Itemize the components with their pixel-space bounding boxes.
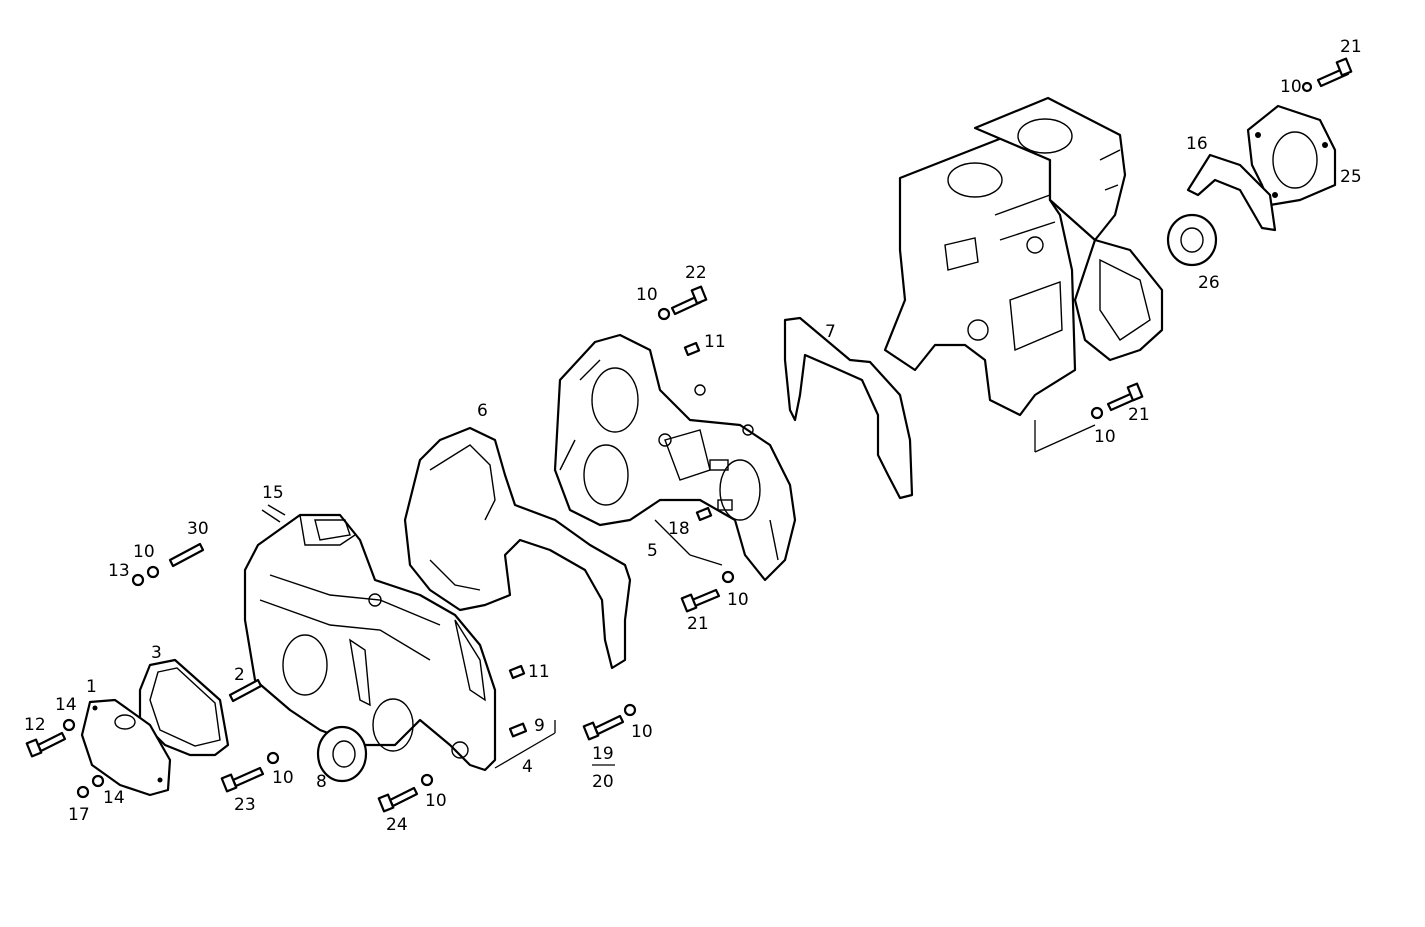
cover-plate-gasket bbox=[138, 658, 230, 757]
callout-16: 16 bbox=[1186, 134, 1208, 154]
callout-10-lower: 10 bbox=[425, 791, 447, 811]
front-seal-ring bbox=[316, 725, 368, 783]
engine-block bbox=[883, 96, 1164, 453]
callout-30: 30 bbox=[187, 519, 209, 539]
plate-gasket bbox=[783, 316, 914, 500]
callout-13: 13 bbox=[108, 561, 130, 581]
callout-11-upper: 11 bbox=[704, 332, 726, 352]
callout-1: 1 bbox=[86, 677, 97, 697]
callout-8: 8 bbox=[316, 772, 327, 792]
callout-14-lower: 14 bbox=[103, 788, 125, 808]
callout-14-upper: 14 bbox=[55, 695, 77, 715]
callout-10-right: 10 bbox=[1094, 427, 1116, 447]
cover-gasket bbox=[403, 426, 632, 670]
callout-24: 24 bbox=[386, 815, 408, 835]
callout-22: 22 bbox=[685, 263, 707, 283]
callout-19: 19 bbox=[592, 744, 614, 764]
callout-21-top: 21 bbox=[1340, 37, 1362, 57]
callout-21-middle: 21 bbox=[687, 614, 709, 634]
callout-10-top: 10 bbox=[1280, 77, 1302, 97]
callout-10-middle: 10 bbox=[727, 590, 749, 610]
callout-3: 3 bbox=[151, 643, 162, 663]
callout-5: 5 bbox=[647, 541, 658, 561]
callout-21-right: 21 bbox=[1128, 405, 1150, 425]
callout-7: 7 bbox=[825, 322, 836, 342]
callout-2: 2 bbox=[234, 665, 245, 685]
callout-4: 4 bbox=[522, 757, 533, 777]
timing-cover bbox=[243, 504, 556, 772]
callout-23: 23 bbox=[234, 795, 256, 815]
callout-11-lower: 11 bbox=[528, 662, 550, 682]
inspection-cover bbox=[80, 698, 172, 797]
callout-17: 17 bbox=[68, 805, 90, 825]
callout-6: 6 bbox=[477, 401, 488, 421]
callout-9: 9 bbox=[534, 716, 545, 736]
callout-18: 18 bbox=[668, 519, 690, 539]
callout-10-bottom: 10 bbox=[272, 768, 294, 788]
callout-20: 20 bbox=[592, 772, 614, 792]
timing-plate bbox=[553, 333, 797, 582]
callout-labels: 21 10 16 25 26 22 10 11 7 21 10 6 15 18 … bbox=[24, 37, 1362, 835]
callout-12: 12 bbox=[24, 715, 46, 735]
callout-10-upper: 10 bbox=[636, 285, 658, 305]
callout-26: 26 bbox=[1198, 273, 1220, 293]
rear-seal-ring bbox=[1166, 213, 1218, 267]
callout-10-lower-right: 10 bbox=[631, 722, 653, 742]
callout-25: 25 bbox=[1340, 167, 1362, 187]
rear-seal-housing bbox=[1246, 104, 1337, 207]
callout-15: 15 bbox=[262, 483, 284, 503]
callout-10-left: 10 bbox=[133, 542, 155, 562]
fasteners bbox=[25, 57, 1353, 813]
rear-half-gasket bbox=[1186, 153, 1277, 232]
